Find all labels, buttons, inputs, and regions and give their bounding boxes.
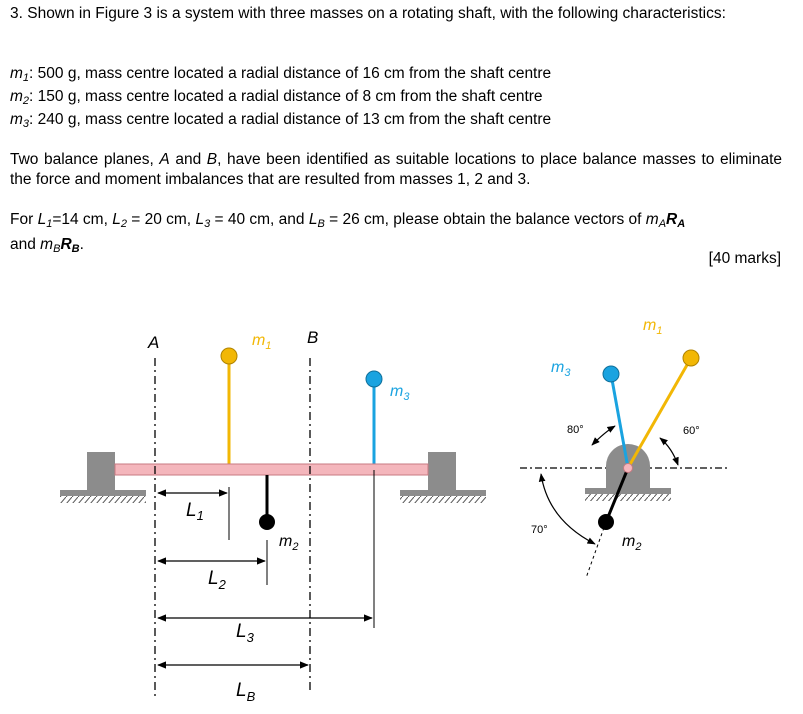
L3-label: L3 xyxy=(236,621,255,645)
m1-label-end: m1 xyxy=(643,317,662,337)
plane-A-label: A xyxy=(147,333,159,352)
mass-2-line: m2: 150 g, mass centre located a radial … xyxy=(10,87,782,112)
planes-text-3: , have been identified as suitable locat… xyxy=(10,151,782,188)
mass-3-symbol: m xyxy=(10,111,23,128)
task-mB-sub: B xyxy=(53,242,61,255)
m3-mass xyxy=(365,370,383,388)
mass-3-sub: 3 xyxy=(22,118,30,130)
task-paragraph: For L1=14 cm, L2 = 20 cm, L3 = 40 cm, an… xyxy=(10,210,782,259)
task-LB: L xyxy=(308,211,318,228)
m2-mass xyxy=(259,514,275,530)
planes-B: B xyxy=(206,151,218,168)
task-LB-value: = 26 cm, please obtain the balance vecto… xyxy=(324,211,646,228)
task-L3-sub: 3 xyxy=(204,218,211,230)
m2-label-side: m2 xyxy=(279,533,298,553)
mass-1-text: : 500 g, mass centre located a radial di… xyxy=(29,65,552,82)
angle-70-label: 70° xyxy=(531,524,548,536)
task-RB-sub: B xyxy=(71,242,80,255)
task-mB: m xyxy=(40,235,54,253)
task-L3-value: = 40 cm, and xyxy=(210,211,309,228)
mass-1-symbol: m xyxy=(10,65,23,82)
question-intro: 3. Shown in Figure 3 is a system with th… xyxy=(10,5,726,22)
L1-label: L1 xyxy=(186,500,204,523)
m1-mass-end-view xyxy=(682,349,700,367)
angle-60-label: 60° xyxy=(683,425,700,437)
task-end: . xyxy=(79,235,84,253)
angle-70-arc xyxy=(538,473,596,545)
shaft xyxy=(114,463,429,476)
task-L1-value: =14 cm, xyxy=(52,211,113,228)
mass-1-sub: 1 xyxy=(22,72,30,84)
task-and: and xyxy=(10,235,41,253)
task-L2-value: = 20 cm, xyxy=(126,211,196,228)
m1-label-side: m1 xyxy=(252,332,271,352)
planes-text-1: Two balance planes, xyxy=(10,151,160,168)
task-mA-sub: A xyxy=(658,218,667,230)
planes-text-2: and xyxy=(169,151,207,168)
m1-rod-end-view xyxy=(626,357,693,469)
task-L1-sub: 1 xyxy=(46,218,53,230)
task-RB: R xyxy=(60,235,72,253)
task-RA-sub: A xyxy=(677,218,686,230)
mass-1-line: m1: 500 g, mass centre located a radial … xyxy=(10,64,782,89)
m3-label-end: m3 xyxy=(551,359,571,379)
LB-label: LB xyxy=(236,680,256,704)
m2-rod-end-view xyxy=(604,467,630,523)
planes-A: A xyxy=(159,151,170,168)
plane-B-label: B xyxy=(307,328,318,347)
task-L3: L xyxy=(195,211,205,228)
task-RA: R xyxy=(666,211,678,228)
mass-3-text: : 240 g, mass centre located a radial di… xyxy=(29,111,552,128)
balance-planes-paragraph: Two balance planes, A and B, have been i… xyxy=(10,150,782,189)
mass-2-sub: 2 xyxy=(22,95,30,107)
shaft-centre-end-view xyxy=(623,463,633,473)
task-mA: m xyxy=(645,211,659,228)
m2-mass-end-view xyxy=(598,514,614,530)
angle-80-arc xyxy=(591,425,616,446)
m1-mass xyxy=(220,347,238,365)
right-bearing-support xyxy=(400,452,486,503)
mass-3-line: m3: 240 g, mass centre located a radial … xyxy=(10,110,782,135)
m3-label-side: m3 xyxy=(390,383,410,403)
mass-2-symbol: m xyxy=(10,88,23,105)
left-bearing-support xyxy=(60,452,146,503)
task-LB-sub: B xyxy=(317,218,325,230)
m2-extension-line xyxy=(585,521,607,579)
task-text-1: For xyxy=(10,211,38,228)
task-L2: L xyxy=(112,211,121,228)
angle-60-arc xyxy=(659,437,679,466)
m2-label-end: m2 xyxy=(622,533,641,553)
mass-2-text: : 150 g, mass centre located a radial di… xyxy=(29,88,543,105)
angle-80-label: 80° xyxy=(567,424,584,436)
m3-mass-end-view xyxy=(602,365,620,383)
marks-label: [40 marks] xyxy=(708,250,781,267)
task-L1: L xyxy=(37,211,47,228)
task-L2-sub: 2 xyxy=(120,218,127,230)
L2-label: L2 xyxy=(208,568,227,592)
m3-rod-end-view xyxy=(609,373,630,469)
